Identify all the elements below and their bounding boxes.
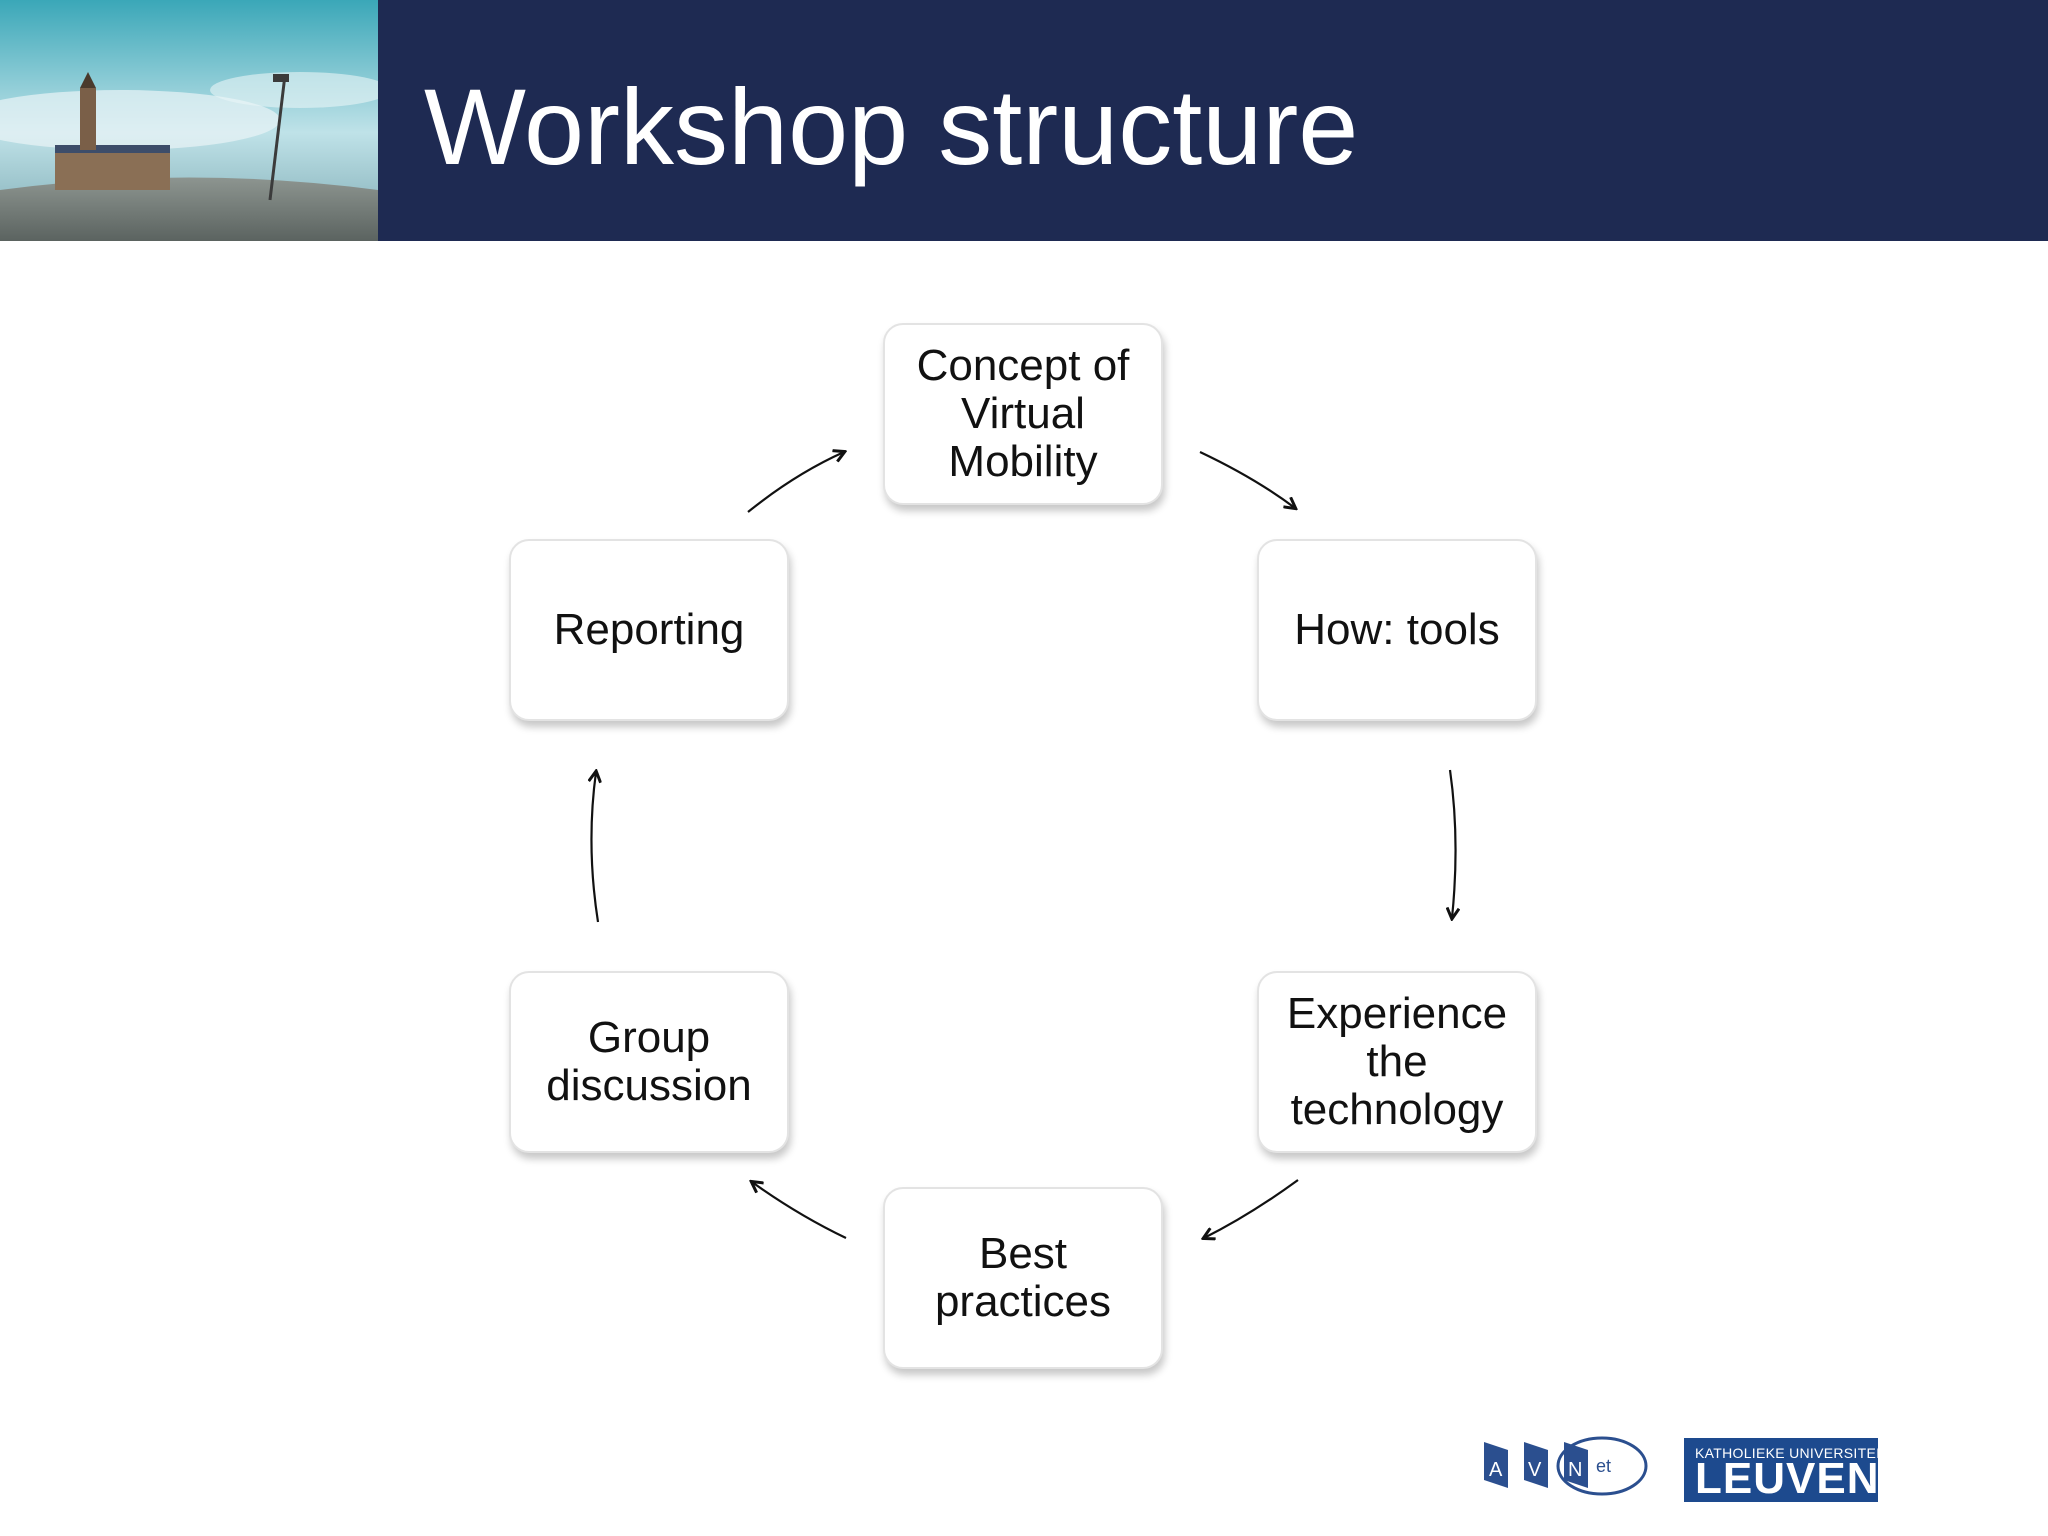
avnet-logo: A V N et [1478, 1428, 1650, 1502]
kuleuven-logo-main-text: LEUVEN [1695, 1454, 1880, 1503]
arrow-tools-to-experience [1450, 769, 1456, 918]
kuleuven-logo-top-text: KATHOLIEKE UNIVERSITEIT [1695, 1445, 1890, 1461]
arrow-concept-to-tools [1199, 451, 1295, 508]
slide-header: Workshop structure [0, 0, 2048, 241]
svg-text:et: et [1596, 1456, 1611, 1476]
cycle-node-tools: How: tools [1257, 539, 1537, 721]
node-label-concept: Concept of Virtual Mobility [916, 341, 1130, 486]
arrow-best-to-group [752, 1182, 847, 1239]
arrow-group-to-reporting [591, 772, 598, 923]
cycle-node-experience: Experience the technology [1257, 971, 1537, 1153]
arrow-reporting-to-concept [747, 452, 844, 513]
svg-text:V: V [1528, 1459, 1542, 1481]
cycle-node-concept: Concept of Virtual Mobility [883, 323, 1163, 505]
slide-title: Workshop structure [424, 66, 1359, 187]
svg-text:N: N [1568, 1459, 1582, 1481]
arrow-experience-to-best [1204, 1179, 1299, 1238]
node-label-tools: How: tools [1294, 605, 1500, 654]
node-label-experience: Experience the technology [1286, 989, 1508, 1134]
node-label-reporting: Reporting [553, 605, 745, 654]
node-label-best-practices: Best practices [934, 1229, 1112, 1326]
kuleuven-logo: KATHOLIEKE UNIVERSITEIT LEUVEN [1684, 1438, 1889, 1503]
cycle-node-best-practices: Best practices [883, 1187, 1163, 1369]
svg-text:A: A [1489, 1459, 1503, 1481]
node-label-group-discussion: Group discussion [546, 1013, 752, 1110]
cycle-node-group-discussion: Group discussion [509, 971, 789, 1153]
header-photo-leuven-library [0, 0, 378, 241]
cycle-node-reporting: Reporting [509, 539, 789, 721]
